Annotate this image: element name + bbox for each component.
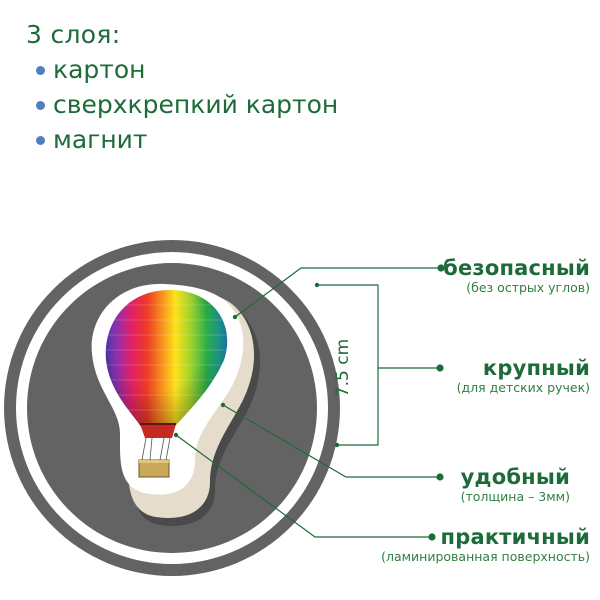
callout-dots <box>173 264 445 541</box>
feature-title: безопасный <box>443 256 590 280</box>
dimension-label: 7.5 cm <box>333 338 353 398</box>
layer-item-label: магнит <box>53 125 148 154</box>
feature-subtitle: (ламинированная поверхность) <box>381 549 590 564</box>
feature-convenient: удобный (толщина – 3мм) <box>461 465 570 505</box>
callout-lines <box>175 267 440 538</box>
bullet-icon <box>36 101 45 110</box>
bullet-icon <box>36 136 45 145</box>
feature-title: крупный <box>482 356 590 380</box>
feature-practical: практичный (ламинированная поверхность) <box>381 525 590 565</box>
layer-item: сверхкрепкий картон <box>26 87 338 122</box>
feature-title: практичный <box>440 525 590 549</box>
layer-item: магнит <box>26 122 338 157</box>
bullet-icon <box>36 66 45 75</box>
feature-title: удобный <box>460 465 570 489</box>
feature-safe: безопасный (без острых углов) <box>443 256 590 296</box>
layer-item: картон <box>26 52 338 87</box>
feature-subtitle: (без острых углов) <box>466 280 590 295</box>
feature-subtitle: (для детских ручек) <box>456 380 590 395</box>
feature-large: крупный (для детских ручек) <box>457 356 590 396</box>
layers-title: 3 слоя: <box>26 20 121 49</box>
feature-subtitle: (толщина – 3мм) <box>460 489 570 504</box>
layers-list: картон сверхкрепкий картон магнит <box>26 52 338 157</box>
layers-block: 3 слоя: картон сверхкрепкий картон магни… <box>26 18 338 157</box>
layer-item-label: картон <box>53 55 146 84</box>
layer-item-label: сверхкрепкий картон <box>53 90 339 119</box>
